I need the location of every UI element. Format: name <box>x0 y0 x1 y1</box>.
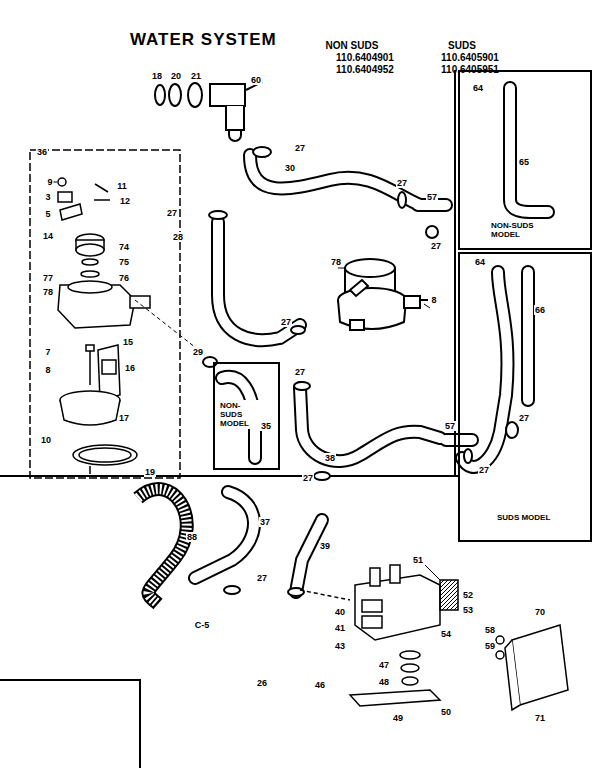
callout-number: 17 <box>118 413 130 423</box>
callout-number: 36 <box>36 147 48 157</box>
callout-number: 27 <box>302 473 314 483</box>
callout-number: 50 <box>440 707 452 717</box>
region-label: SUDS MODEL <box>496 512 551 523</box>
callout-number: 46 <box>314 680 326 690</box>
callout-number: 15 <box>122 337 134 347</box>
callout-number: 78 <box>330 257 342 267</box>
model-number: 110.6404901 <box>335 53 395 63</box>
callout-number: 19 <box>144 467 156 477</box>
callout-number: 38 <box>324 453 336 463</box>
callout-number: 60 <box>250 75 262 85</box>
callout-number: C-5 <box>194 620 211 630</box>
model-number: NON SUDS <box>325 41 380 51</box>
callout-number: 27 <box>166 208 178 218</box>
callout-number: 27 <box>280 317 292 327</box>
callout-number: 74 <box>118 242 130 252</box>
callout-number: 27 <box>256 573 268 583</box>
callout-number: 53 <box>462 605 474 615</box>
callout-number: 64 <box>474 257 486 267</box>
callout-number: 20 <box>170 71 182 81</box>
callout-number: 37 <box>259 517 271 527</box>
callout-number: 40 <box>334 607 346 617</box>
callout-number: 41 <box>334 623 346 633</box>
callout-number: 77 <box>42 273 54 283</box>
callout-number: 30 <box>284 163 296 173</box>
callout-number: 28 <box>172 232 184 242</box>
callout-number: 27 <box>430 241 442 251</box>
callout-number: 57 <box>444 421 456 431</box>
callout-number: 64 <box>472 83 484 93</box>
callout-number: 27 <box>294 143 306 153</box>
model-region: SUDS MODEL <box>458 252 592 542</box>
callout-number: 58 <box>484 625 496 635</box>
callout-number: 48 <box>378 677 390 687</box>
callout-number: 76 <box>118 273 130 283</box>
diagram-title: WATER SYSTEM <box>130 30 277 50</box>
callout-number: 3 <box>44 192 51 202</box>
callout-number: 47 <box>378 660 390 670</box>
callout-number: 9 <box>46 177 53 187</box>
callout-number: 12 <box>119 196 131 206</box>
model-number: 110.6405951 <box>440 65 500 75</box>
callout-number: 52 <box>462 590 474 600</box>
region-label: NON-SUDS MODEL <box>490 220 552 240</box>
callout-number: 8 <box>430 295 437 305</box>
callout-number: 29 <box>192 347 204 357</box>
model-region: NON- SUDS MODEL <box>213 362 280 470</box>
callout-number: 39 <box>319 541 331 551</box>
model-number: SUDS <box>447 41 477 51</box>
model-number: 110.6404952 <box>335 65 395 75</box>
callout-number: 5 <box>44 209 51 219</box>
region-label: NON- SUDS MODEL <box>219 400 263 429</box>
callout-number: 65 <box>518 157 530 167</box>
callout-number: 16 <box>124 363 136 373</box>
callout-number: 57 <box>426 192 438 202</box>
callout-number: 78 <box>42 287 54 297</box>
callout-number: 71 <box>534 713 546 723</box>
callout-number: 11 <box>116 181 128 191</box>
callout-number: 51 <box>412 555 424 565</box>
callout-number: 43 <box>334 641 346 651</box>
callout-number: 14 <box>42 231 54 241</box>
callout-number: 10 <box>40 435 52 445</box>
callout-number: 54 <box>440 629 452 639</box>
callout-number: 59 <box>484 641 496 651</box>
callout-number: 8 <box>44 365 51 375</box>
callout-number: 75 <box>118 257 130 267</box>
callout-number: 27 <box>518 413 530 423</box>
callout-number: 18 <box>151 71 163 81</box>
callout-number: 49 <box>392 713 404 723</box>
callout-number: 26 <box>256 678 268 688</box>
callout-number: 27 <box>396 178 408 188</box>
callout-number: 35 <box>260 421 272 431</box>
callout-number: 27 <box>478 465 490 475</box>
callout-number: 88 <box>186 532 198 542</box>
callout-number: 21 <box>190 71 202 81</box>
callout-number: 66 <box>534 305 546 315</box>
callout-number: 27 <box>294 367 306 377</box>
callout-number: 7 <box>44 347 51 357</box>
model-number: 110.6405901 <box>440 53 500 63</box>
callout-number: 70 <box>534 607 546 617</box>
